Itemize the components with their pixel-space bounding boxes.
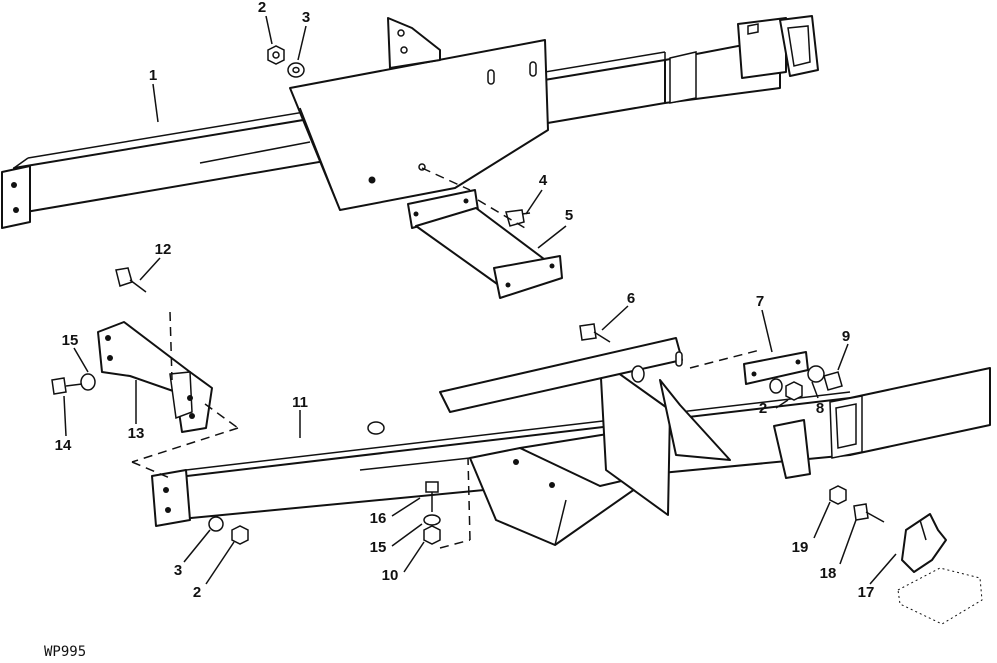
- callout-c8: 8: [816, 400, 824, 417]
- callout-c10: 10: [382, 567, 399, 584]
- callout-c15a: 15: [62, 332, 79, 349]
- callout-c15b: 15: [370, 539, 387, 556]
- callout-c7: 7: [756, 293, 764, 310]
- callout-c3a: 3: [302, 9, 310, 26]
- lower-left-bracket-13: [97, 311, 239, 463]
- lower-center-bracket: [439, 337, 731, 546]
- upper-bracket-5: [407, 189, 563, 299]
- callout-c3b: 3: [174, 562, 182, 579]
- callout-c2b: 2: [759, 400, 767, 417]
- step-bracket-17: [897, 513, 983, 625]
- callout-c18: 18: [820, 565, 837, 582]
- callout-c17: 17: [858, 584, 875, 601]
- callout-c11: 11: [292, 394, 308, 411]
- callout-c6: 6: [627, 290, 635, 307]
- callout-c14: 14: [55, 437, 72, 454]
- callout-c9: 9: [842, 328, 850, 345]
- callout-c2c: 2: [193, 584, 201, 601]
- callout-c4: 4: [539, 172, 548, 189]
- lower-hardware: [51, 267, 885, 549]
- callout-c12: 12: [155, 241, 172, 258]
- callout-c16: 16: [370, 510, 387, 527]
- callout-c2a: 2: [258, 0, 266, 16]
- diagram-reference-code: WP995: [44, 644, 86, 660]
- callout-c19: 19: [792, 539, 809, 556]
- callout-c13: 13: [128, 425, 145, 442]
- callout-c1: 1: [149, 67, 157, 84]
- upper-mount-plate: [289, 17, 549, 211]
- callout-leader-lines: [63, 15, 897, 585]
- callout-c5: 5: [565, 207, 573, 224]
